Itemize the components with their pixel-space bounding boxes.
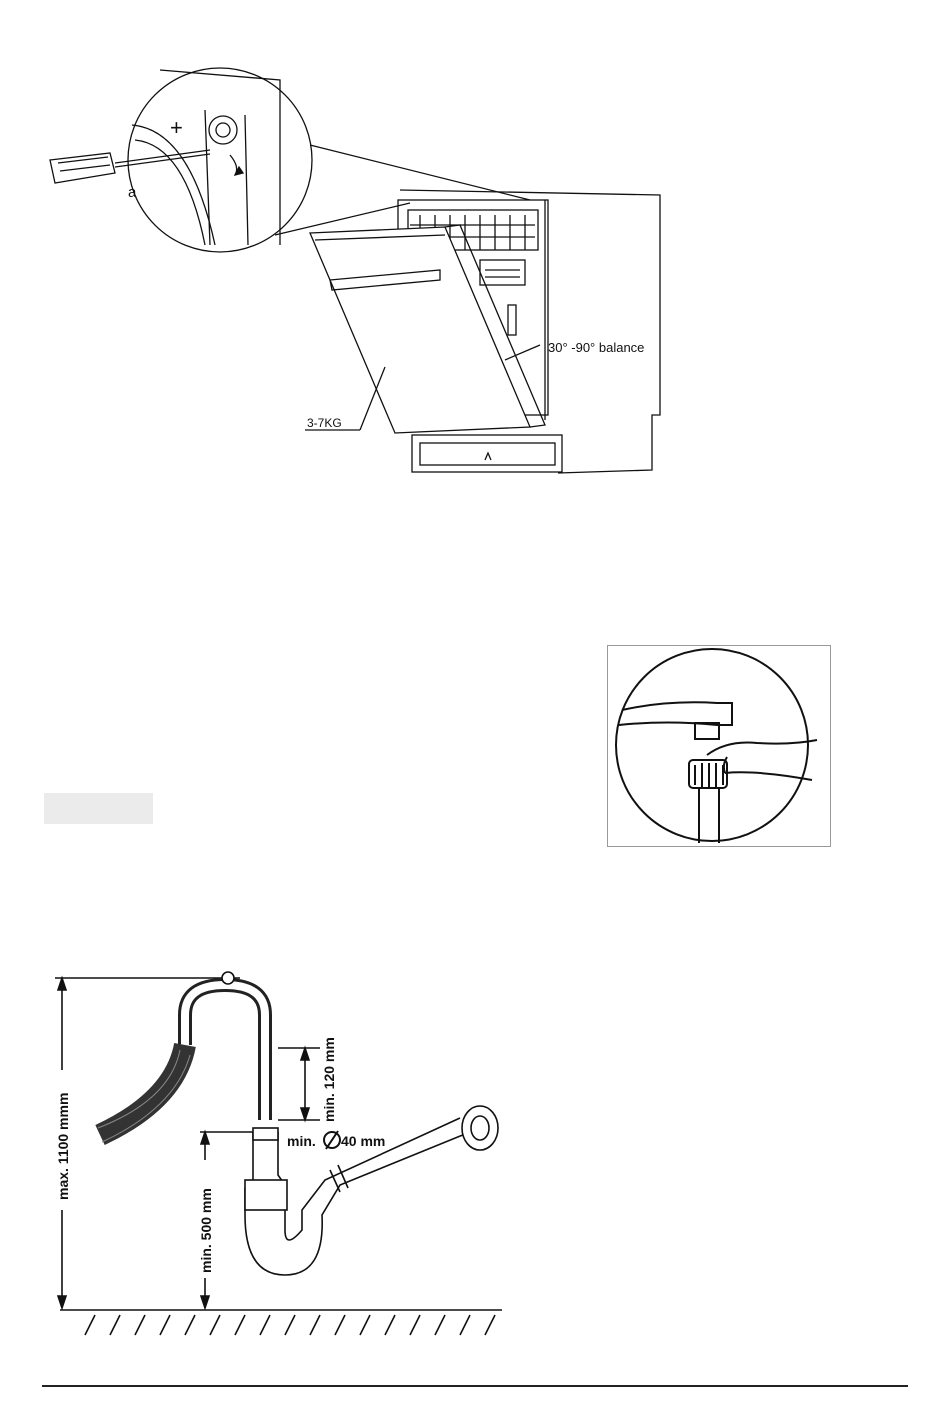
label-plus: +: [170, 115, 183, 140]
drain-hose-figure: max. 1100 mmm min. 120 mm min. 40 mm min…: [40, 960, 520, 1345]
tap-connection-figure: [607, 645, 831, 847]
label-min-500: min. 500 mm: [198, 1188, 214, 1273]
label-min-120: min. 120 mm: [321, 1037, 337, 1122]
drain-hose-siphon-icon: max. 1100 mmm min. 120 mm min. 40 mm min…: [40, 960, 520, 1345]
door-balance-figure: a + 30° -90° balance 3-7KG: [40, 55, 680, 485]
label-angle-balance: 30° -90° balance: [548, 340, 644, 355]
dishwasher-door-spring-adjustment-icon: a + 30° -90° balance 3-7KG: [40, 55, 680, 485]
label-a: a: [128, 184, 137, 201]
label-max-height: max. 1100 mmm: [55, 1093, 71, 1200]
tap-hose-connection-icon: [607, 645, 831, 847]
blank-label-box: [44, 793, 153, 824]
label-diameter-value: 40 mm: [341, 1133, 385, 1149]
label-weight: 3-7KG: [307, 416, 342, 430]
label-min-diameter: min.: [287, 1133, 316, 1149]
page-bottom-rule: [42, 1385, 908, 1387]
